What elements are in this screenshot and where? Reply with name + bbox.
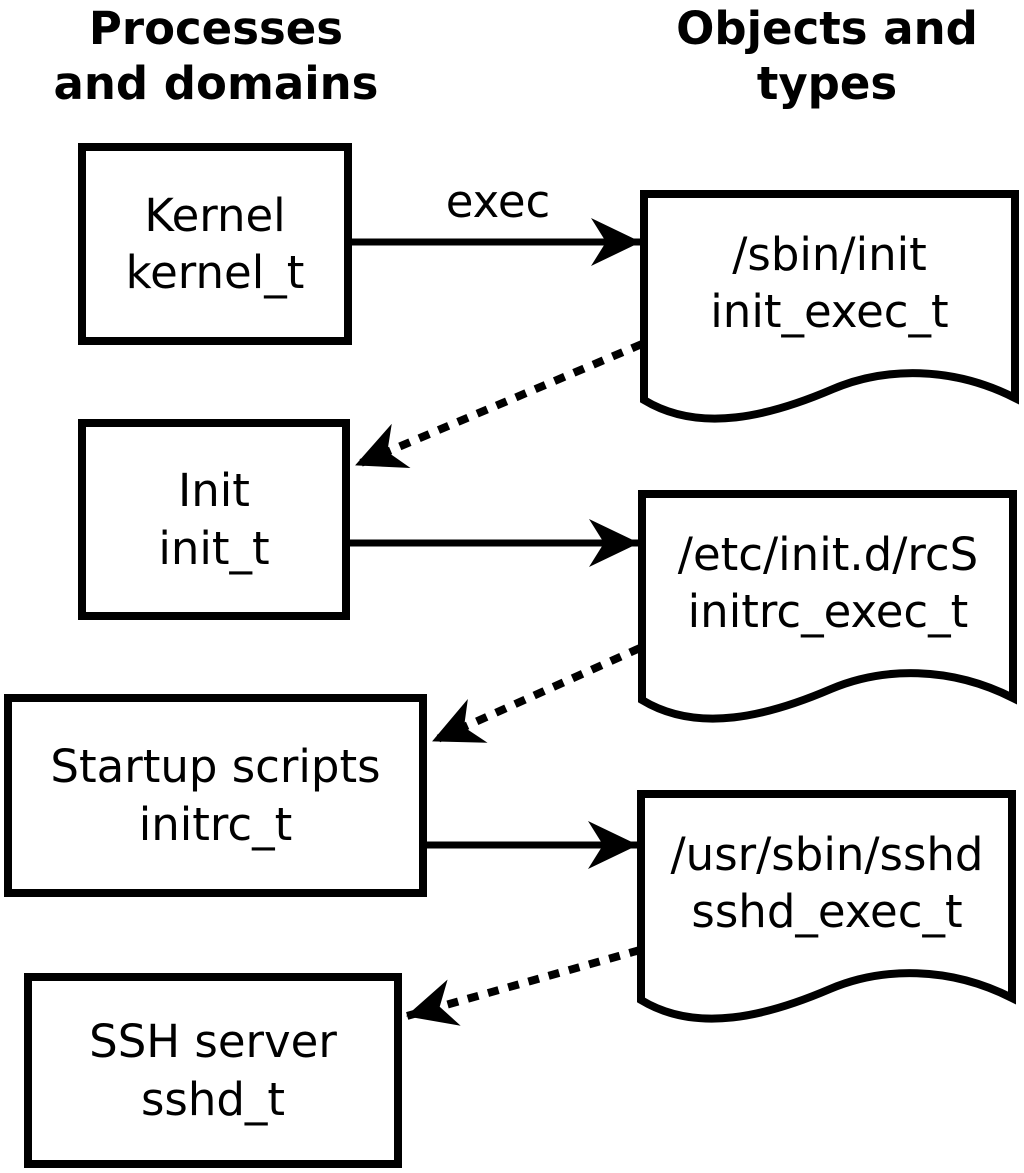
ssh-server-box-domain: sshd_t — [140, 1072, 286, 1126]
column-header-objects: Objects and types — [630, 2, 1024, 112]
transition-arrow-sshd-to-sshd-t — [405, 946, 642, 1026]
kernel-box-title: Kernel — [144, 188, 286, 242]
kernel-box-label: Kernel kernel_t — [78, 143, 352, 345]
transition-arrow-sbin-init-to-init-t — [354, 340, 644, 469]
ssh-server-box-label: SSH server sshd_t — [24, 973, 402, 1168]
column-header-objects-line2: types — [756, 56, 898, 110]
transition-arrow-rcs-to-initrc-t — [431, 644, 642, 745]
sbin-init-path: /sbin/init — [732, 227, 927, 281]
exec-arrow-label: exec — [445, 175, 551, 228]
startup-scripts-box — [4, 694, 427, 897]
column-header-objects-line1: Objects and — [676, 2, 978, 55]
init-box-domain: init_t — [158, 521, 270, 575]
etc-initd-rcs-document-label: /etc/init.d/rcS initrc_exec_t — [638, 490, 1018, 702]
sbin-init-document — [640, 190, 1019, 423]
usr-sbin-sshd-path: /usr/sbin/sshd — [670, 827, 984, 881]
ssh-server-box-title: SSH server — [89, 1015, 337, 1069]
etc-initd-rcs-path: /etc/init.d/rcS — [677, 527, 979, 581]
usr-sbin-sshd-document — [637, 790, 1016, 1023]
column-header-processes-line2: and domains — [53, 56, 379, 110]
ssh-server-box — [24, 973, 402, 1168]
sbin-init-document-label: /sbin/init init_exec_t — [640, 190, 1019, 402]
init-box — [78, 419, 350, 620]
init-box-label: Init init_t — [78, 419, 350, 620]
startup-scripts-box-title: Startup scripts — [50, 740, 381, 794]
etc-initd-rcs-type: initrc_exec_t — [687, 585, 969, 638]
etc-initd-rcs-document — [638, 490, 1017, 723]
column-header-processes-line1: Processes — [88, 2, 344, 55]
usr-sbin-sshd-type: sshd_exec_t — [691, 885, 963, 938]
kernel-box-domain: kernel_t — [125, 246, 305, 299]
column-header-processes: Processes and domains — [0, 2, 432, 112]
usr-sbin-sshd-document-label: /usr/sbin/sshd sshd_exec_t — [637, 790, 1017, 1002]
sbin-init-type: init_exec_t — [710, 285, 949, 338]
startup-scripts-box-domain: initrc_t — [138, 797, 293, 851]
kernel-box — [78, 143, 352, 345]
startup-scripts-box-label: Startup scripts initrc_t — [4, 694, 427, 897]
init-box-title: Init — [178, 464, 250, 518]
